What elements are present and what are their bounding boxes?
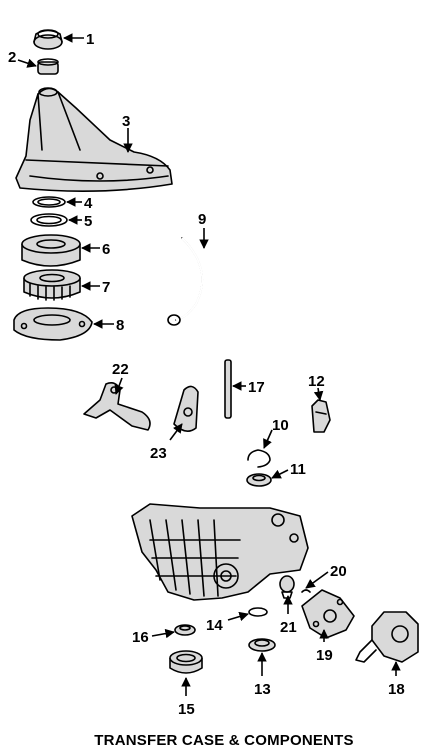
callout-6: 6 bbox=[81, 241, 110, 258]
callout-label-6: 6 bbox=[102, 241, 110, 258]
callout-5: 5 bbox=[68, 213, 92, 230]
part-12-switch bbox=[311, 399, 331, 433]
callout-22: 22 bbox=[112, 361, 129, 395]
part-13-seal bbox=[248, 638, 276, 652]
diagram-caption: TRANSFER CASE & COMPONENTS bbox=[94, 732, 354, 749]
callout-16: 16 bbox=[132, 628, 175, 646]
part-6-bearing bbox=[21, 234, 81, 267]
part-18-motor bbox=[355, 611, 419, 663]
callout-label-17: 17 bbox=[248, 379, 265, 396]
callout-13: 13 bbox=[254, 652, 271, 698]
part-20-clip bbox=[301, 589, 311, 593]
callout-label-22: 22 bbox=[112, 361, 129, 378]
part-3-extension-housing bbox=[15, 87, 173, 192]
callout-label-14: 14 bbox=[206, 617, 223, 634]
part-9-hose bbox=[167, 237, 204, 326]
part-7-sprocket bbox=[23, 269, 81, 301]
callout-11: 11 bbox=[271, 461, 306, 479]
callout-8: 8 bbox=[93, 317, 124, 334]
callout-label-13: 13 bbox=[254, 681, 271, 698]
callout-label-16: 16 bbox=[132, 629, 149, 646]
part-14-clip bbox=[248, 607, 268, 617]
callout-label-20: 20 bbox=[330, 563, 347, 580]
callout-9: 9 bbox=[198, 211, 209, 249]
part-21-sensor bbox=[279, 575, 295, 599]
part-17-rod bbox=[224, 359, 232, 419]
callout-label-3: 3 bbox=[122, 113, 130, 130]
part-19-cover-plate bbox=[301, 589, 355, 639]
callout-17: 17 bbox=[232, 379, 265, 396]
part-1-seal bbox=[33, 29, 63, 50]
callout-label-15: 15 bbox=[178, 701, 195, 718]
callout-label-1: 1 bbox=[86, 31, 94, 48]
callout-label-10: 10 bbox=[272, 417, 289, 434]
callout-1: 1 bbox=[63, 31, 94, 48]
callout-label-5: 5 bbox=[84, 213, 92, 230]
callout-label-4: 4 bbox=[84, 195, 93, 212]
callout-14: 14 bbox=[206, 611, 249, 634]
part-8-plate bbox=[13, 307, 93, 341]
callout-label-19: 19 bbox=[316, 647, 333, 664]
callout-label-21: 21 bbox=[280, 619, 297, 636]
callout-12: 12 bbox=[308, 373, 325, 401]
callout-10: 10 bbox=[263, 417, 289, 449]
part-10-snap-ring bbox=[247, 449, 271, 468]
part-11-bushing bbox=[246, 473, 272, 487]
callout-label-11: 11 bbox=[290, 461, 306, 478]
part-5-ring bbox=[30, 213, 68, 227]
callout-7: 7 bbox=[81, 279, 110, 296]
callout-label-2: 2 bbox=[8, 49, 16, 66]
part-2-sleeve bbox=[37, 58, 59, 75]
callout-label-7: 7 bbox=[102, 279, 110, 296]
part-15-bushing bbox=[169, 650, 203, 674]
part-23-bracket bbox=[173, 385, 199, 432]
part-transfer-case-housing bbox=[131, 503, 309, 601]
callout-4: 4 bbox=[66, 195, 93, 212]
part-16-seal bbox=[174, 624, 196, 636]
callout-21: 21 bbox=[280, 595, 297, 636]
callout-18: 18 bbox=[388, 661, 405, 698]
callout-20: 20 bbox=[305, 563, 347, 589]
callout-label-23: 23 bbox=[150, 445, 167, 462]
callout-23: 23 bbox=[150, 423, 183, 462]
callout-15: 15 bbox=[178, 677, 195, 718]
callout-19: 19 bbox=[316, 629, 333, 664]
callout-label-9: 9 bbox=[198, 211, 206, 228]
callout-label-18: 18 bbox=[388, 681, 405, 698]
callout-3: 3 bbox=[122, 113, 133, 153]
callout-2: 2 bbox=[8, 49, 37, 68]
part-4-ring bbox=[32, 196, 66, 208]
callout-label-12: 12 bbox=[308, 373, 325, 390]
callout-label-8: 8 bbox=[116, 317, 124, 334]
